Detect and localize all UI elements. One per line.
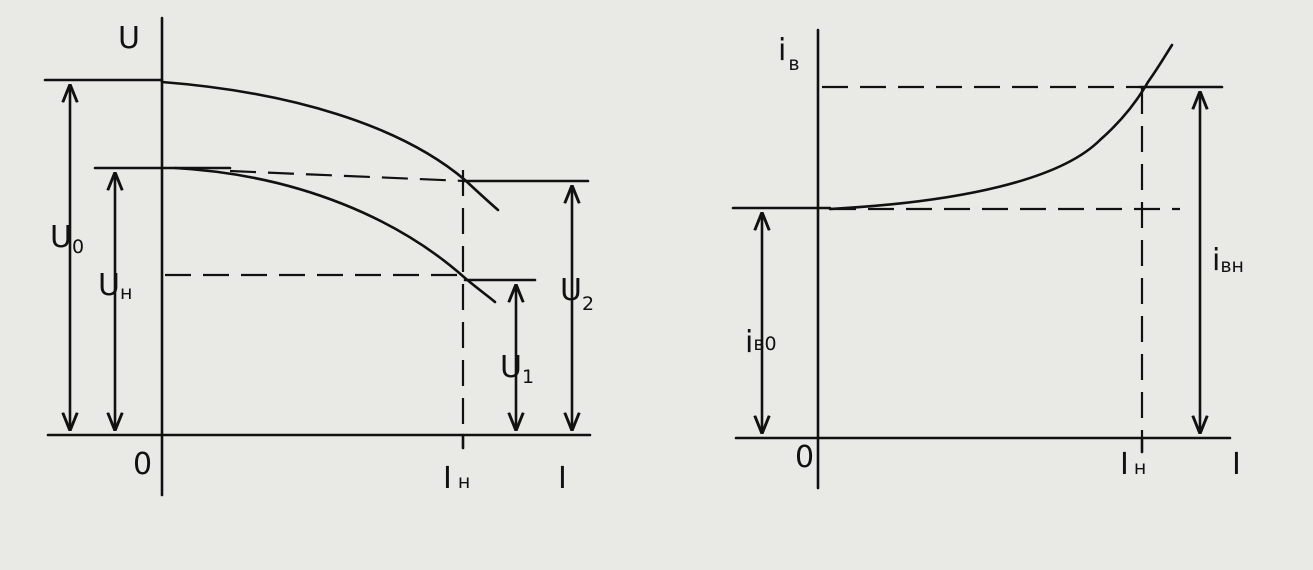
upper-characteristic-curve <box>160 80 500 212</box>
ib0-label: iв0 <box>745 325 777 360</box>
un-dashed-line <box>229 169 466 183</box>
lower-characteristic-curve <box>173 166 497 304</box>
ibn-label: iвн <box>1212 243 1244 278</box>
u0-label: U0 <box>50 220 84 258</box>
left-x-axis-label: I <box>558 461 567 496</box>
right-x-axis-label: I <box>1232 447 1241 482</box>
u2-label: U2 <box>560 273 594 315</box>
u1-label: U1 <box>500 350 534 388</box>
left-origin-label: 0 <box>133 447 152 482</box>
left-y-axis-label: U <box>118 21 140 56</box>
un-label: Uн <box>98 268 132 304</box>
right-origin-label: 0 <box>795 440 814 475</box>
excitation-current-curve <box>828 43 1174 211</box>
